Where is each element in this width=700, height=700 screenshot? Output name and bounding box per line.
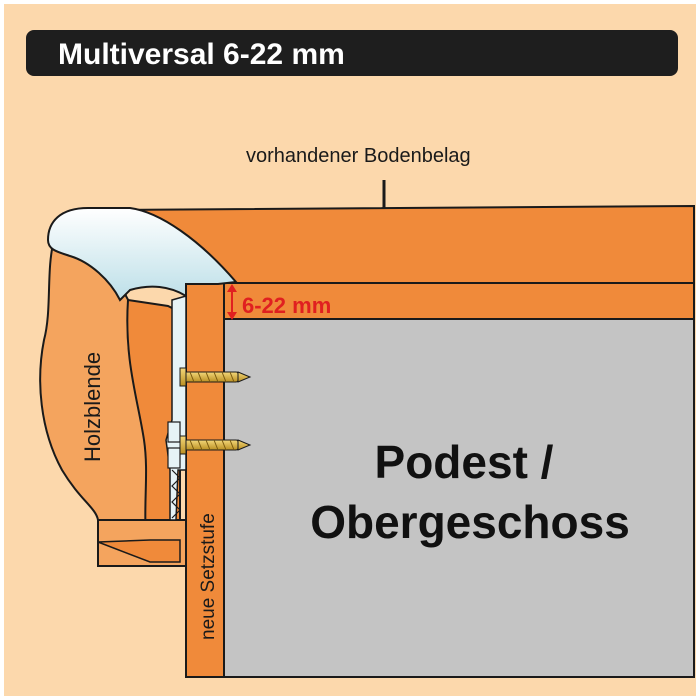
landing-label-line1: Podest / <box>375 436 554 488</box>
title-bar <box>26 30 678 76</box>
screw-icon <box>179 435 252 455</box>
dimension-marker <box>227 284 237 320</box>
landing-block <box>223 318 695 678</box>
wood-panel-bottom <box>97 539 181 563</box>
gap-dimension-label: 6-22 mm <box>242 293 331 318</box>
nosing-profile <box>46 207 238 302</box>
wood-panel-label: Holzblende <box>80 352 105 462</box>
screw-icon <box>179 367 252 387</box>
new-riser-label: neue Setzstufe <box>198 513 219 640</box>
profile-clip-tab-2 <box>167 447 181 469</box>
existing-floor-label: vorhandener Bodenbelag <box>246 145 471 167</box>
landing-label-line2: Obergeschoss <box>310 496 630 548</box>
diagram-title: Multiversal 6-22 mm <box>58 38 345 71</box>
profile-clip-tab <box>167 421 181 443</box>
profile-clip-teeth <box>171 469 181 519</box>
